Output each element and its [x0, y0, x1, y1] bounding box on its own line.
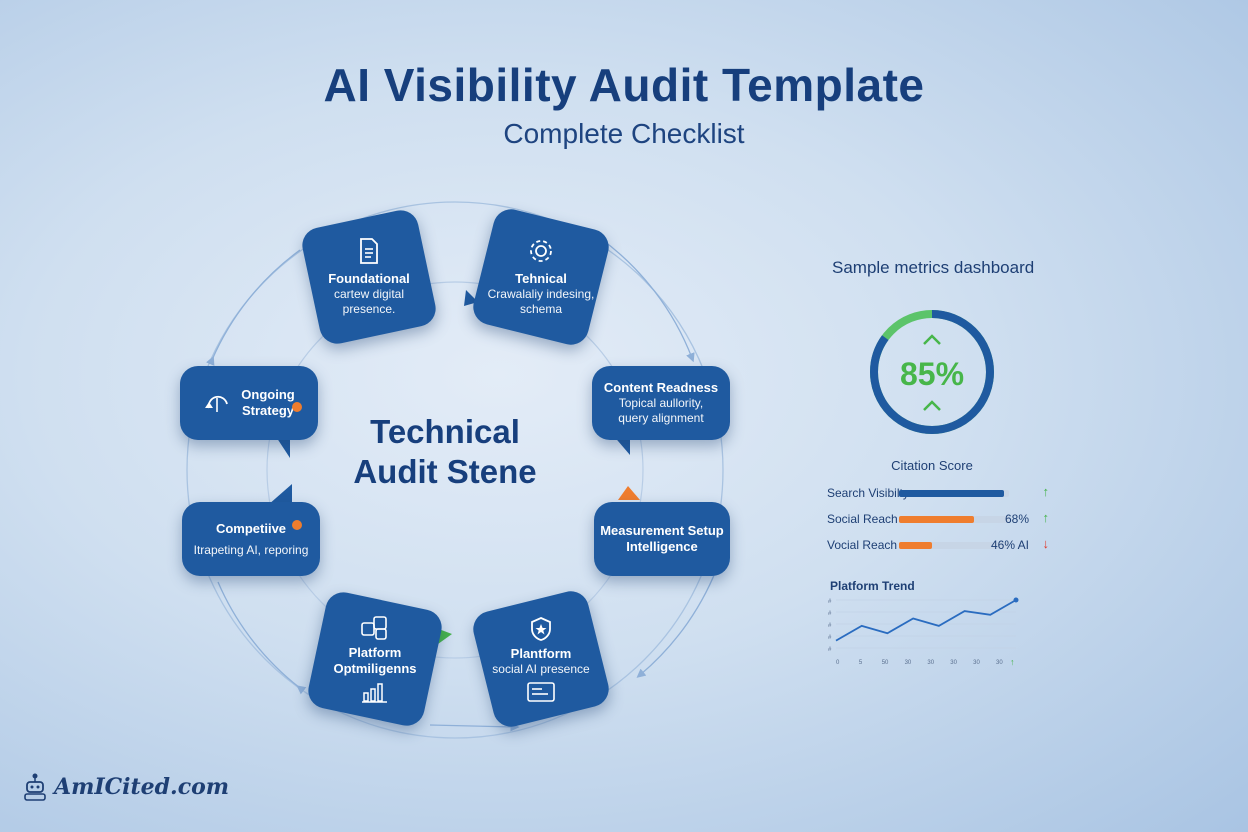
center-label: Technical Audit Stene — [320, 412, 570, 492]
node-content-readiness[interactable]: Content Readness Topical aullority, quer… — [592, 366, 730, 440]
node-desc: query alignment — [618, 411, 704, 425]
x-tick-label: 0 — [836, 660, 840, 666]
refresh-icon — [205, 395, 229, 412]
node-title: Measurement Setup — [600, 523, 724, 538]
center-line: Technical — [370, 413, 520, 450]
gear-icon — [530, 240, 552, 262]
node-competitive[interactable]: Competiive Itrapeting AI, reporing — [182, 502, 320, 576]
metric-row: Vocial Reach 46% AI ↓ — [827, 536, 1057, 554]
arrow-up-icon: ↑ — [1042, 484, 1050, 499]
node-desc: Topical aullority, — [618, 396, 704, 410]
trend-point — [1013, 597, 1019, 603]
node-title: Tehnical — [515, 271, 567, 286]
y-tick-label: # — [828, 647, 832, 653]
outer-ring — [186, 201, 724, 739]
node-title: Platform — [348, 645, 402, 660]
node-title: Competiive — [215, 520, 287, 536]
chevron-up-icon — [923, 400, 941, 411]
arrow-up-icon: ↑ — [1042, 510, 1050, 525]
arrow-down-icon: ↓ — [1042, 536, 1050, 551]
node-desc: Crawalaliy indesing, — [487, 287, 595, 301]
x-tick-label: 30 — [905, 660, 912, 666]
dashboard-icon — [527, 681, 555, 702]
brand: AmICited.com — [22, 772, 229, 802]
metric-value: 46% AI — [990, 538, 1029, 552]
node-platform[interactable]: Platform Optmiligenns — [305, 589, 445, 729]
metric-row: Social Reach 68% ↑ — [827, 510, 1057, 528]
node-title: Ongoing — [241, 387, 295, 402]
metric-track — [899, 542, 1009, 549]
metric-label: Search Visibilty — [827, 486, 909, 500]
gauge-fill — [870, 310, 994, 434]
status-dot — [292, 520, 302, 530]
node-desc: Strategy — [241, 403, 295, 418]
status-dot — [292, 402, 302, 412]
trend-title: Platform Trend — [830, 579, 915, 593]
brand-name: AmICited.com — [54, 774, 230, 800]
x-tick-label: 30 — [996, 660, 1003, 666]
flow-arrow — [429, 722, 520, 732]
node-technical[interactable]: Tehnical Crawalaliy indesing, schema — [469, 205, 613, 349]
metric-label: Social Reach — [827, 512, 898, 526]
metric-fill — [899, 516, 974, 523]
trend-chart: # # # # #0 5 50 30 30 30 30 30 ↑ — [828, 597, 1019, 667]
node-title: Content Readness — [603, 380, 719, 395]
pointer-triangle — [618, 486, 640, 500]
node-desc: social AI presence — [492, 661, 590, 676]
puzzle-icon — [361, 616, 387, 640]
robot-logo-icon — [24, 773, 46, 801]
y-tick-label: # — [828, 635, 832, 641]
flow-arrow — [599, 237, 695, 363]
flow-arrow — [636, 559, 721, 678]
trend-line — [835, 599, 1017, 642]
node-foundational[interactable]: Foundational cartew digital presence. — [299, 207, 439, 347]
node-measurement-setup[interactable]: Measurement Setup Intelligence — [594, 502, 730, 576]
metric-fill — [899, 542, 932, 549]
gauge-value: 85% — [899, 356, 965, 392]
node-desc: schema — [519, 302, 563, 316]
dashboard-title: Sample metrics dashboard — [832, 258, 1035, 277]
x-tick-label: 30 — [973, 660, 980, 666]
y-tick-label: # — [828, 623, 832, 629]
gauge-caption: Citation Score — [891, 458, 973, 473]
citation-gauge — [870, 310, 994, 434]
document-icon — [360, 238, 378, 264]
node-title: Plantform — [510, 645, 572, 661]
node-title: Foundational — [328, 271, 410, 286]
metric-fill — [899, 490, 1004, 497]
flow-arrow — [217, 581, 307, 695]
page-title: AI Visibility Audit Template — [323, 59, 925, 111]
metric-row: Search Visibilty ↑ — [827, 484, 1057, 502]
y-tick-label: # — [828, 599, 832, 605]
shield-star-icon — [531, 616, 551, 641]
arrow-up-icon: ↑ — [1010, 657, 1015, 667]
node-desc: cartew digital — [333, 287, 405, 301]
metric-track — [899, 516, 1009, 523]
node-desc: Intelligence — [626, 539, 698, 554]
x-tick-label: 5 — [859, 660, 863, 666]
center-line: Audit Stene — [353, 453, 537, 490]
node-desc: Itrapeting AI, reporing — [193, 542, 309, 557]
x-tick-label: 30 — [950, 660, 957, 666]
metric-track — [899, 490, 1009, 497]
node-plantform[interactable]: Plantform social AI presence — [469, 587, 613, 731]
y-tick-label: # — [828, 611, 832, 617]
metric-label: Vocial Reach — [827, 538, 898, 552]
flow-arrow — [206, 249, 301, 366]
bar-chart-icon — [362, 683, 387, 703]
metric-value: 68% — [1004, 512, 1029, 526]
chevron-up-icon — [923, 334, 941, 345]
node-desc: presence. — [342, 302, 396, 316]
x-tick-label: 50 — [882, 660, 889, 666]
inner-ring — [266, 281, 644, 659]
x-tick-label: 30 — [927, 660, 934, 666]
node-desc: Optmiligenns — [333, 661, 417, 676]
page-subtitle: Complete Checklist — [503, 118, 745, 149]
